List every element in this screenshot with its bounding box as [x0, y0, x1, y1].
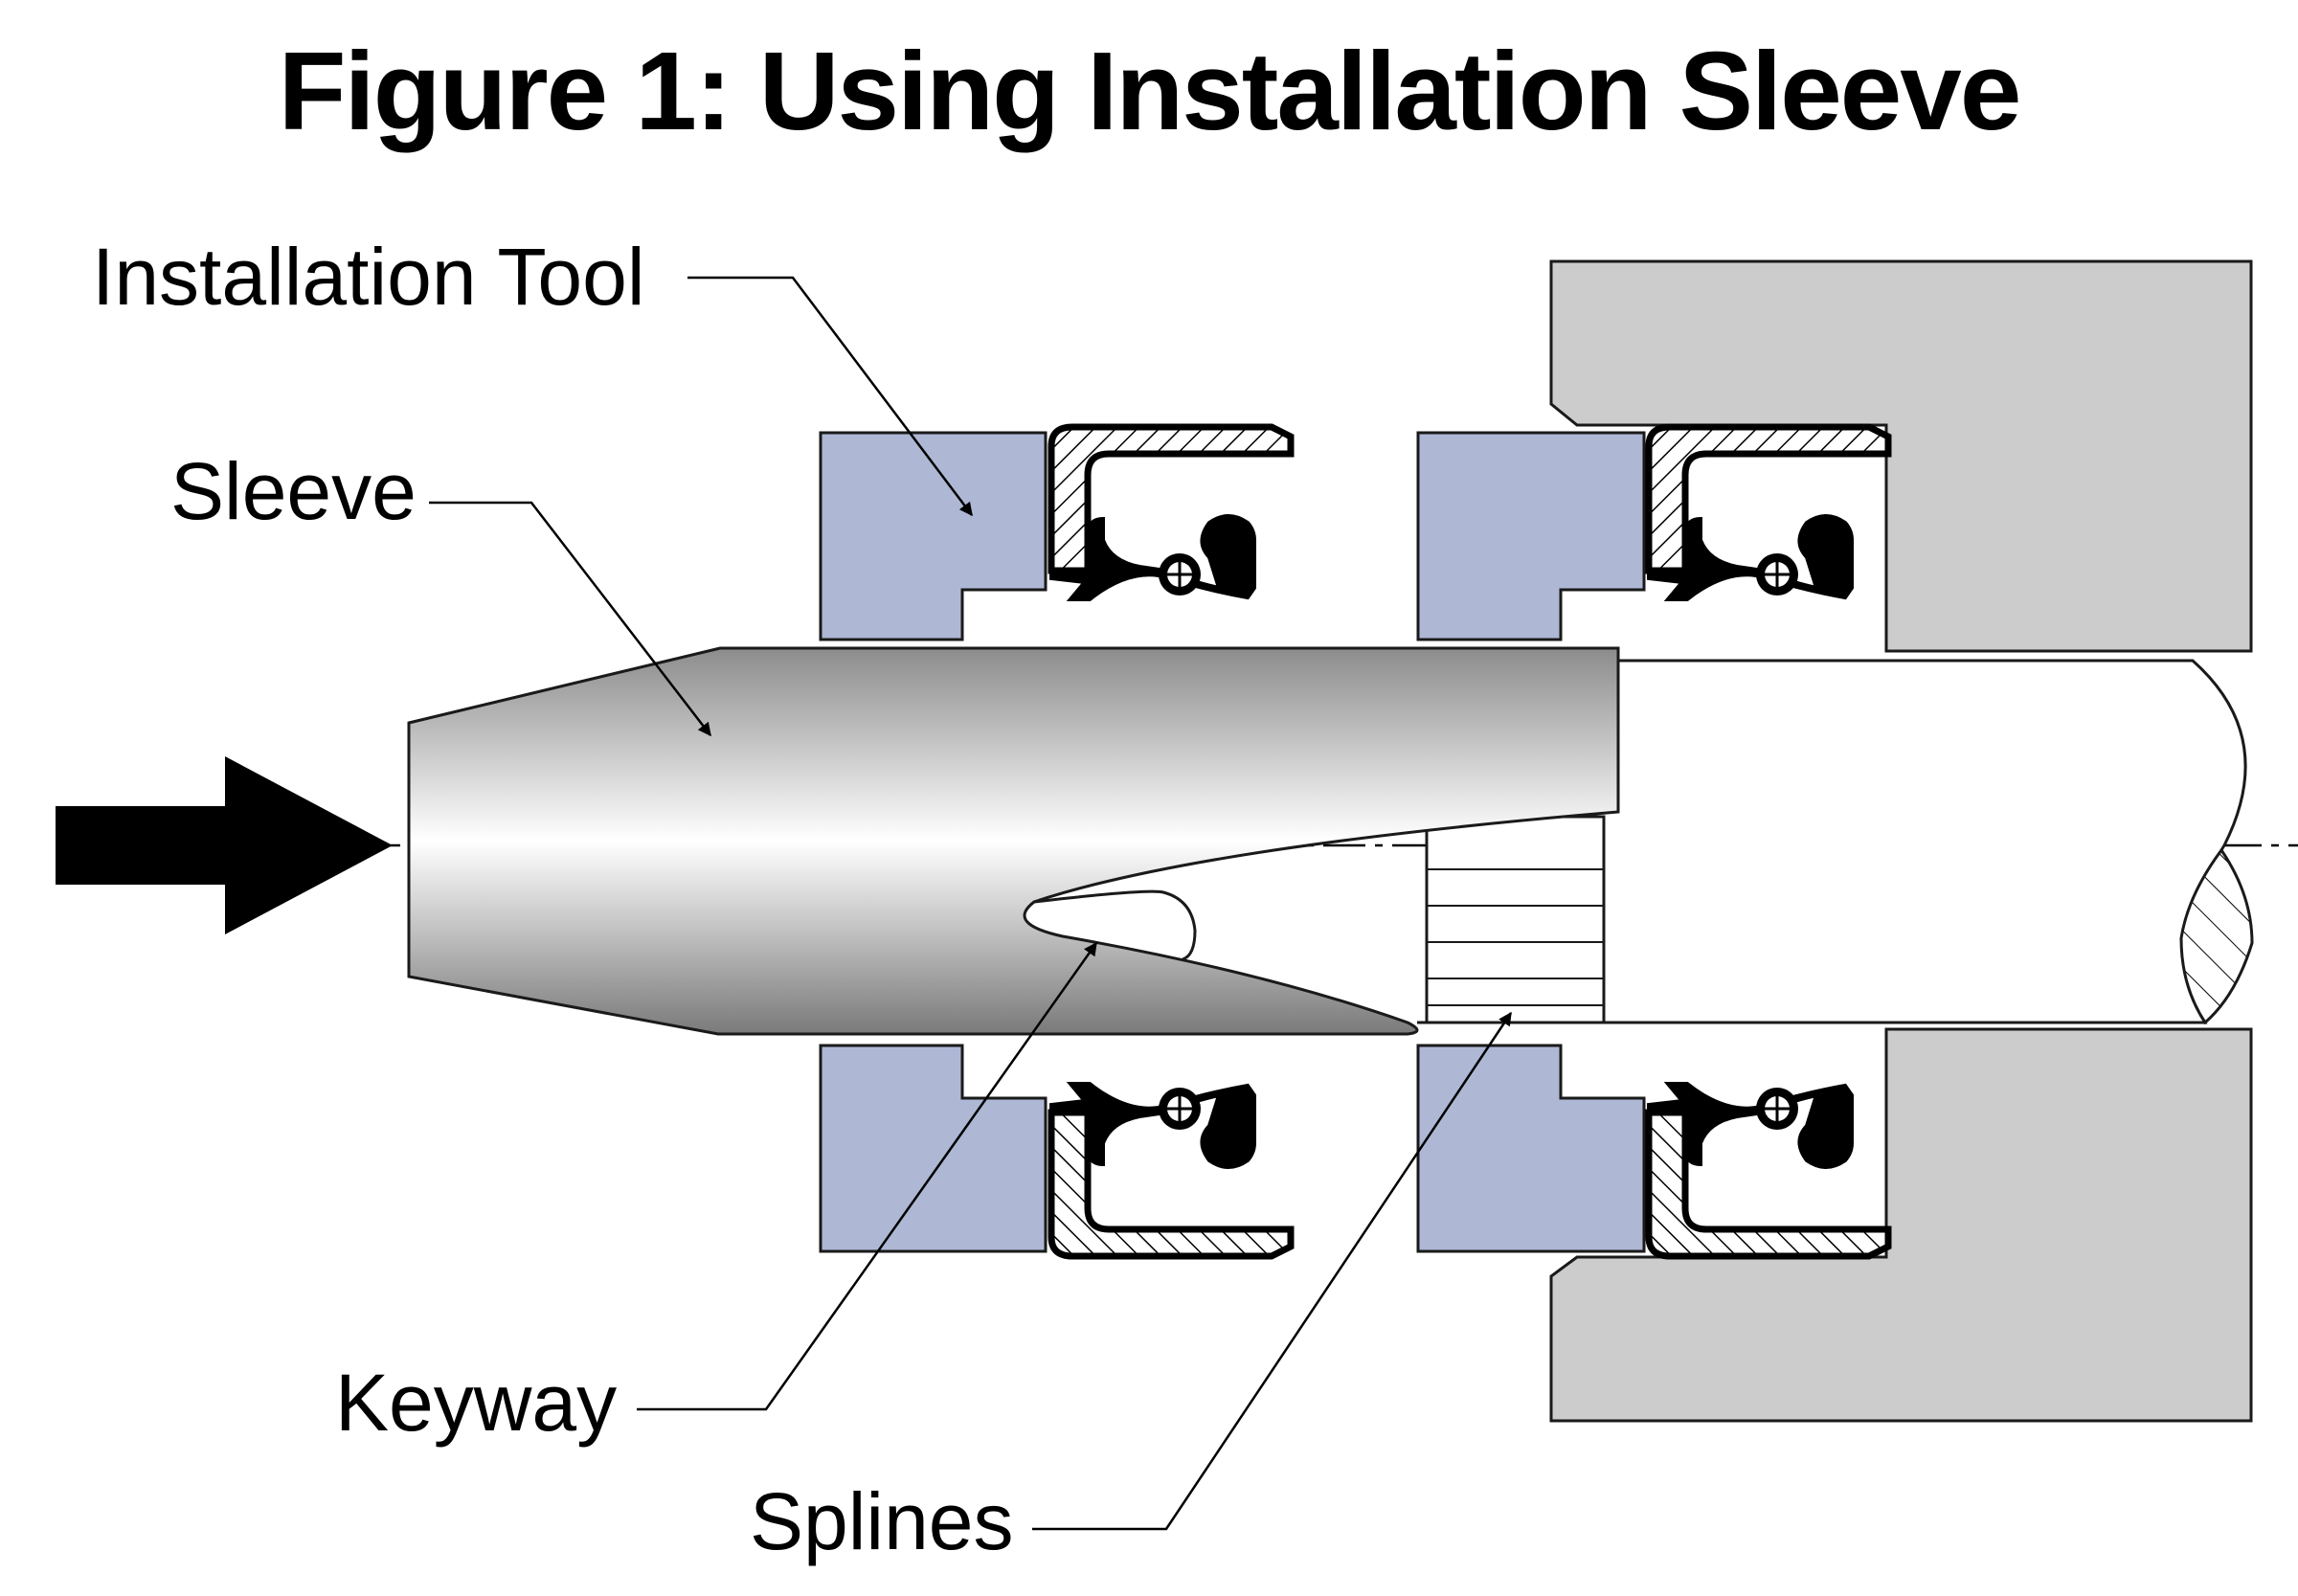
keyway-slot: [1033, 889, 1197, 961]
installation-tool-right-upper: [1416, 431, 1646, 641]
leader-keyway: [637, 941, 1098, 1411]
leader-splines: [1032, 1011, 1513, 1531]
label-splines: Splines: [750, 1476, 1014, 1566]
label-sleeve: Sleeve: [170, 446, 417, 536]
seal-right-upper: [1649, 427, 1888, 599]
installation-tool-right-lower: [1416, 1044, 1646, 1253]
installation-tool-left-lower: [819, 1044, 1048, 1253]
splines-block: [1425, 815, 1606, 1024]
seal-right-lower: [1649, 1084, 1888, 1256]
label-installation-tool: Installation Tool: [92, 232, 645, 322]
sleeve: [407, 646, 1620, 1036]
figure-title: Figure 1: Using Installation Sleeve: [278, 29, 2022, 153]
push-direction-arrow: [56, 756, 393, 934]
housing-upper: [1549, 259, 2253, 653]
shaft-section: [2179, 847, 2254, 1025]
seal-left-lower: [1051, 1084, 1291, 1256]
seal-left-upper: [1051, 427, 1291, 599]
leader-sleeve: [429, 501, 711, 737]
leader-installation-tool: [687, 276, 973, 517]
installation-tool-left-upper: [819, 431, 1048, 641]
housing-lower: [1549, 1027, 2253, 1423]
label-keyway: Keyway: [335, 1358, 617, 1448]
